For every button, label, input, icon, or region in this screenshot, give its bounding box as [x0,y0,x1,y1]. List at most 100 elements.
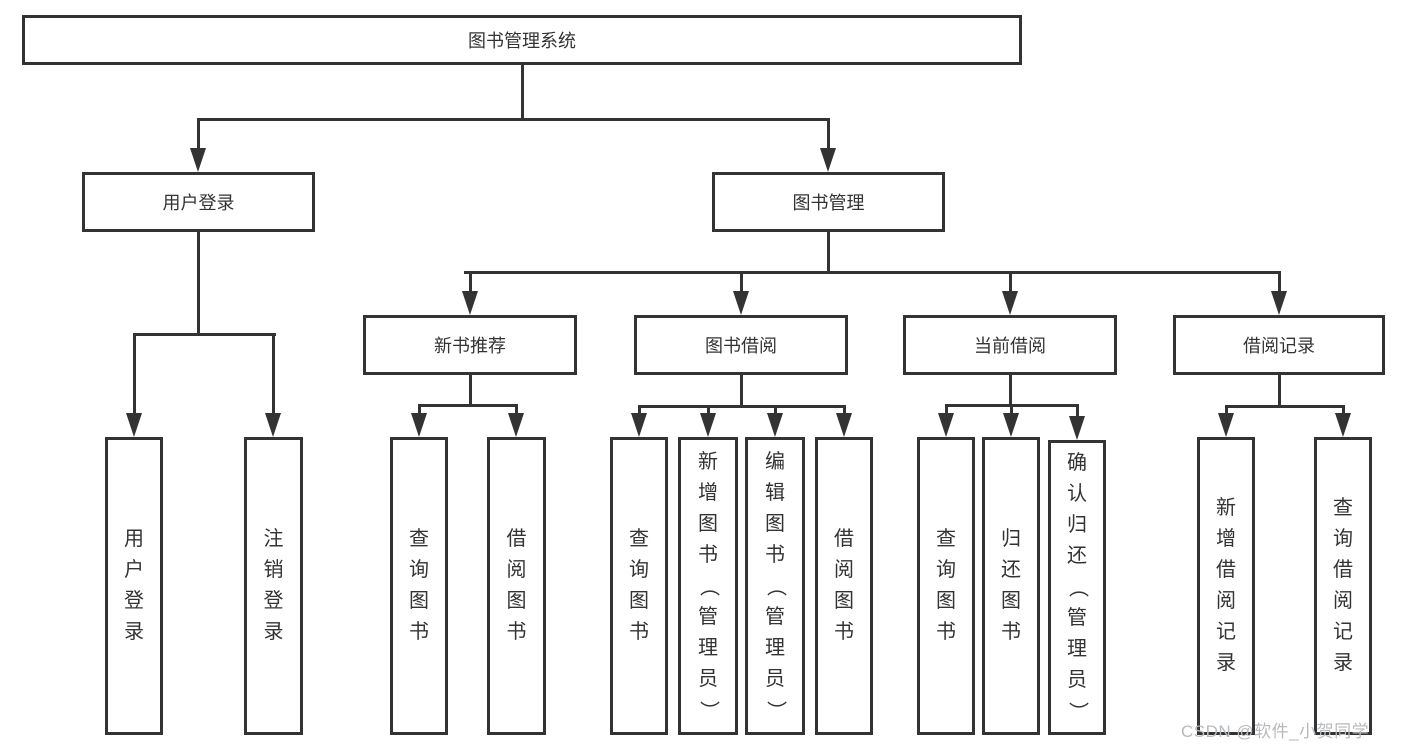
vertical-char: 员 [1067,669,1087,691]
leaf-add-borrow-record: 新增借阅记录 [1197,437,1255,735]
vertical-char: 图 [629,590,649,612]
connector-arrow-line [132,333,136,417]
leaf-borrow-books-1: 借阅图书 [487,437,546,735]
connector-rail-line [132,333,276,336]
vertical-char: 查 [409,528,429,550]
leaf-query-books-3: 查询图书 [917,437,975,735]
vertical-char: 销 [263,559,284,581]
node-current-borrow: 当前借阅 [903,315,1117,375]
node-label: 新书推荐 [434,336,506,356]
connector-arrow-line [1008,271,1012,295]
arrow-down-icon [1002,291,1018,315]
vertical-char: 图 [409,590,429,612]
vertical-char: 书 [765,543,785,566]
vertical-char: 理 [1067,638,1087,660]
vertical-char: 增 [1216,528,1236,550]
leaf-logout: 注销登录 [244,437,303,735]
connector-rail-line [417,404,518,407]
connector-rail-line [463,271,1281,274]
vertical-char: 录 [263,621,284,643]
node-label: 图书借阅 [705,336,777,356]
leaf-edit-books-admin: 编辑图书（管理员） [745,437,805,735]
node-label: 图书管理系统 [468,31,576,51]
vertical-char: 理 [765,636,785,659]
vertical-char: 借 [1333,559,1353,581]
vertical-char: 书 [834,621,854,643]
arrow-down-icon [462,291,478,315]
arrow-down-icon [631,413,647,437]
connector-stub-line [1008,375,1012,407]
connector-arrow-line [944,404,948,417]
connector-stub-line [520,65,524,121]
vertical-char: ） [1066,701,1089,722]
vertical-char: 归 [1067,514,1087,536]
connector-arrow-line [1341,405,1345,417]
vertical-char: 阅 [834,559,854,581]
connector-arrow-line [196,118,200,152]
connector-stub-line [739,375,743,408]
vertical-char: 书 [506,621,527,643]
arrow-down-icon [1335,413,1351,437]
vertical-char: 借 [506,528,527,550]
vertical-char: 借 [834,528,854,550]
vertical-char: 询 [1333,528,1353,550]
arrow-down-icon [1069,416,1085,440]
connector-arrow-line [468,271,472,295]
vertical-char: 归 [1001,528,1021,550]
node-book-management-system: 图书管理系统 [22,15,1022,65]
connector-stub-line [826,232,830,274]
connector-arrow-line [417,404,421,417]
vertical-char: 增 [698,481,718,504]
vertical-char: 户 [124,559,144,581]
vertical-char: 阅 [1216,590,1236,612]
connector-stub-line [196,232,200,336]
vertical-char: 编 [765,450,785,473]
vertical-char: 查 [936,528,956,550]
vertical-char: 注 [263,528,284,550]
arrow-down-icon [836,413,852,437]
vertical-char: 图 [834,590,854,612]
arrow-down-icon [411,413,427,437]
vertical-char: 查 [1333,497,1353,519]
connector-stub-line [468,375,472,407]
vertical-char: 员 [765,667,785,690]
connector-arrow-line [637,405,641,417]
connector-arrow-line [1224,405,1228,417]
node-label: 图书管理 [792,193,865,213]
vertical-char: 管 [698,605,718,628]
vertical-char: 查 [629,528,649,550]
arrow-down-icon [265,413,281,437]
connector-arrow-line [773,405,777,417]
connector-arrow-line [514,404,518,417]
vertical-char: 还 [1067,545,1087,567]
vertical-char: 登 [124,590,144,612]
vertical-char: 图 [698,512,718,535]
arrow-down-icon [767,413,783,437]
vertical-char: 图 [765,512,785,535]
vertical-char: 书 [698,543,718,566]
connector-arrow-line [1009,404,1013,417]
vertical-char: 录 [1333,652,1353,674]
node-book-management: 图书管理 [712,172,945,232]
connector-arrow-line [739,271,743,295]
vertical-char: 录 [124,621,144,643]
leaf-return-books: 归还图书 [982,437,1040,735]
connector-stub-line [1277,375,1281,408]
csdn-watermark: CSDN @软件_小贺同学 [1181,722,1370,741]
vertical-char: 询 [936,559,956,581]
arrow-down-icon [1218,413,1234,437]
vertical-char: 书 [409,621,429,643]
node-new-book-recommend: 新书推荐 [363,315,577,375]
vertical-char: 用 [124,528,144,550]
node-label: 借阅记录 [1243,336,1315,356]
node-label: 用户登录 [162,193,235,213]
vertical-char: ） [697,700,720,720]
vertical-char: 新 [698,450,718,473]
vertical-char: 新 [1216,497,1236,519]
vertical-char: 员 [698,667,718,690]
vertical-char: 图 [1001,590,1021,612]
arrow-down-icon [700,413,716,437]
vertical-char: 记 [1216,621,1236,643]
arrow-down-icon [938,413,954,437]
